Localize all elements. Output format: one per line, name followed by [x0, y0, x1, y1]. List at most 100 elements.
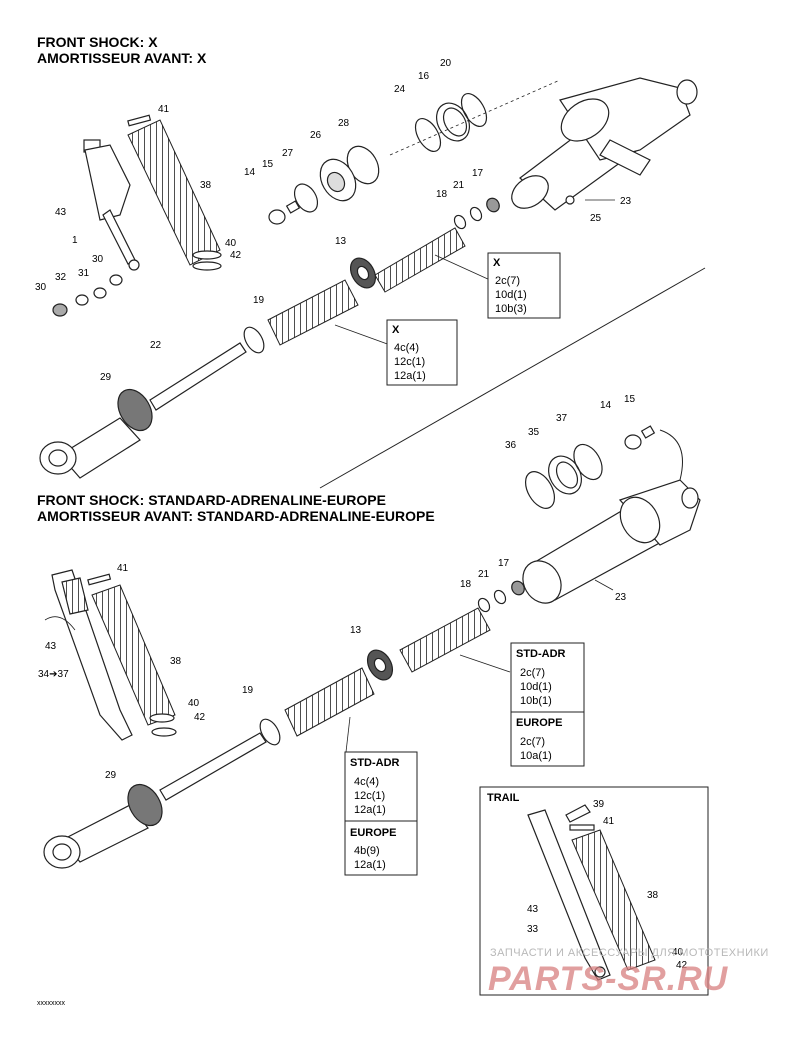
- std-shim-stack-upper: [399, 607, 491, 673]
- callout-label: 40: [225, 238, 237, 249]
- section-std-title-en: FRONT SHOCK: STANDARD-ADRENALINE-EUROPE: [37, 492, 386, 508]
- x-info-box-lower: X 4c(4) 12c(1) 12a(1): [386, 319, 458, 386]
- std-shaft-assembly: [43, 732, 267, 869]
- std-callouts: 14 15 37 35 36 18 21 17 23 41 43 34➔37 3…: [38, 394, 636, 781]
- callout-label: 17: [472, 168, 484, 179]
- x-rings: [389, 79, 561, 156]
- trail-spring: [571, 829, 656, 971]
- x-box-lower-line: 12a(1): [394, 370, 426, 382]
- callout-label: 24: [394, 84, 406, 95]
- callout-label: 13: [335, 236, 347, 247]
- section-std-title-fr: AMORTISSEUR AVANT: STANDARD-ADRENALINE-E…: [37, 508, 435, 524]
- callout-label: 38: [170, 656, 182, 667]
- callout-label: 19: [253, 295, 265, 306]
- section-std: FRONT SHOCK: STANDARD-ADRENALINE-EUROPE …: [37, 394, 709, 996]
- x-info-box-upper: X 2c(7) 10d(1) 10b(3): [487, 252, 561, 319]
- std-washers: [477, 580, 525, 613]
- std-box-upper-line2: 10a(1): [520, 750, 552, 762]
- x-small-parts: [52, 114, 222, 317]
- trail-box: TRAIL 39 41 38 43 33 40 42: [479, 786, 709, 996]
- callout-label: 43: [55, 207, 67, 218]
- x-box-upper-line: 2c(7): [495, 275, 520, 287]
- callout-label: 42: [230, 250, 242, 261]
- callout-label: 32: [55, 272, 67, 283]
- x-box-upper-line: 10b(3): [495, 303, 527, 315]
- callout-label: 13: [350, 625, 362, 636]
- std-washer-19: [259, 718, 281, 746]
- callout-label: 36: [505, 440, 517, 451]
- callout-label: 40: [188, 698, 200, 709]
- callout-label: 23: [620, 196, 632, 207]
- std-box-lower-line: 12c(1): [354, 790, 385, 802]
- callout-label: 34➔37: [38, 669, 69, 680]
- x-shock-body: [511, 77, 698, 211]
- callout-label: 42: [194, 712, 206, 723]
- std-reservoir-shock: [44, 569, 133, 741]
- std-box-upper-title2: EUROPE: [516, 717, 562, 729]
- std-box-upper-title: STD-ADR: [516, 648, 566, 660]
- section-x-title-fr: AMORTISSEUR AVANT: X: [37, 50, 207, 66]
- x-box-upper-title: X: [493, 257, 501, 269]
- watermark: ЗАПЧАСТИ И АКСЕССУАРЫ ДЛЯ МОТОТЕХНИКИ PA…: [488, 947, 769, 998]
- std-box-upper-line: 10d(1): [520, 681, 552, 693]
- watermark-tagline: ЗАПЧАСТИ И АКСЕССУАРЫ ДЛЯ МОТОТЕХНИКИ: [490, 947, 769, 959]
- callout-label: 39: [593, 799, 605, 810]
- std-info-box-lower: STD-ADR 4c(4) 12c(1) 12a(1) EUROPE 4b(9)…: [344, 751, 418, 876]
- x-spring-38: [127, 119, 221, 266]
- callout-label: 41: [117, 563, 129, 574]
- std-rings: [524, 443, 603, 509]
- callout-label: 15: [624, 394, 636, 405]
- callout-label: 38: [200, 180, 212, 191]
- std-small-parts: [87, 573, 177, 737]
- x-box-upper-line: 10d(1): [495, 289, 527, 301]
- x-shim-stack-lower: [267, 279, 359, 346]
- callout-label: 35: [528, 427, 540, 438]
- std-box-lower-line: 12a(1): [354, 804, 386, 816]
- x-washers: [453, 197, 500, 230]
- x-callouts: 41 38 43 1 40 42 30 32 31 30 14 15 27 26…: [35, 58, 632, 383]
- callout-label: 18: [436, 189, 448, 200]
- std-box-lower-title: STD-ADR: [350, 757, 400, 769]
- callout-label: 28: [338, 118, 350, 129]
- section-x-title-en: FRONT SHOCK: X: [37, 34, 158, 50]
- std-leader-lines: [345, 579, 614, 753]
- x-piston: [293, 145, 380, 213]
- x-part-13: [349, 257, 377, 289]
- callout-label: 21: [453, 180, 465, 191]
- std-part-13: [366, 649, 394, 681]
- trail-small-parts: [565, 804, 595, 831]
- callout-label: 20: [440, 58, 452, 69]
- callout-label: 37: [556, 413, 568, 424]
- x-shaft-assembly: [39, 342, 247, 479]
- x-box-lower-title: X: [392, 324, 400, 336]
- callout-label: 1: [72, 235, 78, 246]
- callout-label: 43: [45, 641, 57, 652]
- callout-label: 17: [498, 558, 510, 569]
- section-divider: [319, 267, 706, 489]
- std-box-lower-line2: 4b(9): [354, 845, 380, 857]
- std-cap-parts: [624, 425, 683, 481]
- std-box-upper-line2: 2c(7): [520, 736, 545, 748]
- callout-label: 41: [158, 104, 170, 115]
- std-box-lower-title2: EUROPE: [350, 827, 396, 839]
- callout-label: 14: [244, 167, 256, 178]
- x-box-lower-line: 12c(1): [394, 356, 425, 368]
- callout-label: 29: [100, 372, 112, 383]
- callout-label: 23: [615, 592, 627, 603]
- callout-label: 15: [262, 159, 274, 170]
- callout-label: 18: [460, 579, 472, 590]
- x-box-lower-line: 4c(4): [394, 342, 419, 354]
- std-box-upper-line: 2c(7): [520, 667, 545, 679]
- x-washer-19: [243, 326, 265, 354]
- callout-label: 30: [92, 254, 104, 265]
- x-leader-lines: [334, 199, 615, 346]
- std-info-box-upper: STD-ADR 2c(7) 10d(1) 10b(1) EUROPE 2c(7)…: [510, 642, 585, 767]
- callout-label: 43: [527, 904, 539, 915]
- callout-label: 41: [603, 816, 615, 827]
- trail-shock: [527, 809, 611, 981]
- callout-label: 29: [105, 770, 117, 781]
- callout-label: 25: [590, 213, 602, 224]
- figure-code: xxxxxxxx: [37, 1000, 66, 1007]
- callout-label: 19: [242, 685, 254, 696]
